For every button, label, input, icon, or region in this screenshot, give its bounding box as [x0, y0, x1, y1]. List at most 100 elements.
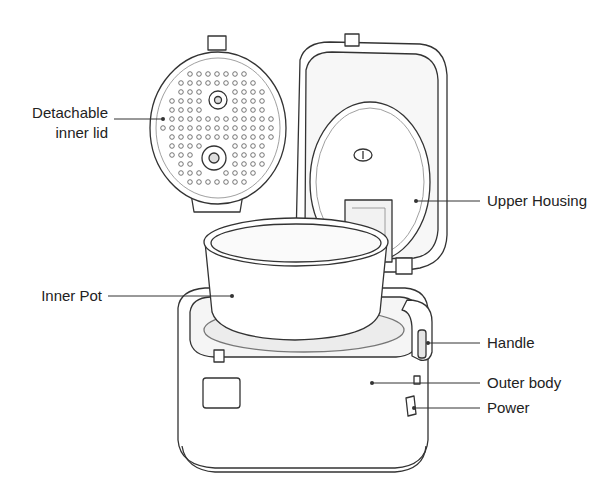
lid-hole — [206, 117, 211, 122]
power-button — [406, 396, 416, 416]
lid-hole — [206, 180, 211, 185]
lid-hole — [251, 153, 256, 158]
lid-hole — [188, 72, 193, 77]
outer-body-base — [182, 446, 426, 472]
lid-hole — [242, 135, 247, 140]
lid-hole — [215, 180, 220, 185]
lid-hole — [179, 99, 184, 104]
display-panel — [203, 378, 240, 408]
lid-hole — [170, 135, 175, 140]
lid-hole — [260, 144, 265, 149]
lid-hole — [251, 126, 256, 131]
leader-dot — [412, 406, 416, 410]
leader-dot — [161, 117, 165, 121]
lid-hole — [179, 144, 184, 149]
lid-hole — [233, 171, 238, 176]
leader-dot — [230, 294, 234, 298]
inner-lid-valve — [202, 146, 226, 170]
lid-hole — [206, 126, 211, 131]
lid-hole — [233, 135, 238, 140]
part-label: Handle — [487, 333, 535, 353]
lid-hole — [224, 117, 229, 122]
lid-hole — [242, 171, 247, 176]
lid-hole — [233, 153, 238, 158]
lid-hole — [188, 153, 193, 158]
lid-hole — [224, 135, 229, 140]
lid-hole — [260, 99, 265, 104]
lid-hole — [233, 81, 238, 86]
lid-hole — [233, 90, 238, 95]
lid-hole — [197, 108, 202, 113]
lid-hole — [197, 117, 202, 122]
lid-hole — [188, 81, 193, 86]
lid-hole — [251, 162, 256, 167]
lid-hole — [188, 162, 193, 167]
lid-hole — [233, 126, 238, 131]
part-label: Inner Pot — [41, 286, 102, 306]
inner-lid-gasket — [156, 58, 280, 198]
lid-hole — [215, 135, 220, 140]
lid-hole — [197, 72, 202, 77]
lid-hole — [197, 126, 202, 131]
leader-line — [428, 343, 480, 344]
lid-hole — [188, 180, 193, 185]
lid-hole — [224, 72, 229, 77]
part-label: Power — [487, 398, 530, 418]
lid-hole — [242, 162, 247, 167]
lid-hole — [224, 180, 229, 185]
lid-hole — [242, 108, 247, 113]
inner-pot-inside — [211, 224, 381, 262]
lid-hole — [188, 135, 193, 140]
lid-hole — [251, 117, 256, 122]
lid-hole — [260, 90, 265, 95]
lid-hole — [242, 90, 247, 95]
lid-hole — [197, 90, 202, 95]
lid-hole — [269, 135, 274, 140]
inner-lid-disc — [150, 52, 286, 204]
part-label: Upper Housing — [487, 191, 587, 211]
lid-hole — [215, 81, 220, 86]
lid-hole — [197, 180, 202, 185]
lid-hole — [170, 99, 175, 104]
lid-hole — [251, 171, 256, 176]
lid-hole — [188, 117, 193, 122]
lid-hole — [233, 108, 238, 113]
lid-hole — [188, 90, 193, 95]
lid-hole — [269, 117, 274, 122]
inner-lid-valve-center — [209, 153, 219, 163]
lid-hole — [206, 81, 211, 86]
lid-hole — [224, 171, 229, 176]
lid-hole — [224, 126, 229, 131]
inner-lid-top-tab — [208, 36, 226, 50]
lid-hole — [188, 144, 193, 149]
lid-hole — [251, 144, 256, 149]
lid-hole — [206, 135, 211, 140]
lid-hole — [188, 108, 193, 113]
lid-hole — [251, 135, 256, 140]
handle-grip — [418, 330, 426, 358]
lid-hole — [251, 108, 256, 113]
lid-hole — [260, 153, 265, 158]
lid-hole — [215, 117, 220, 122]
lid-hole — [242, 153, 247, 158]
lid-hole — [233, 180, 238, 185]
inner-lid-knob-top-center — [215, 97, 222, 104]
lid-hole — [170, 144, 175, 149]
lid-hole — [242, 99, 247, 104]
lid-hole — [179, 126, 184, 131]
lid-hole — [233, 162, 238, 167]
lid-hole — [197, 99, 202, 104]
inner-pot-rim — [204, 218, 388, 266]
lid-hole — [233, 144, 238, 149]
lid-hole — [179, 153, 184, 158]
lid-hole — [179, 117, 184, 122]
lid-hole — [197, 144, 202, 149]
lid-hole — [260, 108, 265, 113]
leader-dot — [426, 341, 430, 345]
leader-line — [372, 383, 480, 384]
lid-hole — [251, 81, 256, 86]
lid-hole — [188, 99, 193, 104]
lid-hole — [242, 126, 247, 131]
hinge-right — [396, 258, 412, 274]
lid-hole — [161, 126, 166, 131]
